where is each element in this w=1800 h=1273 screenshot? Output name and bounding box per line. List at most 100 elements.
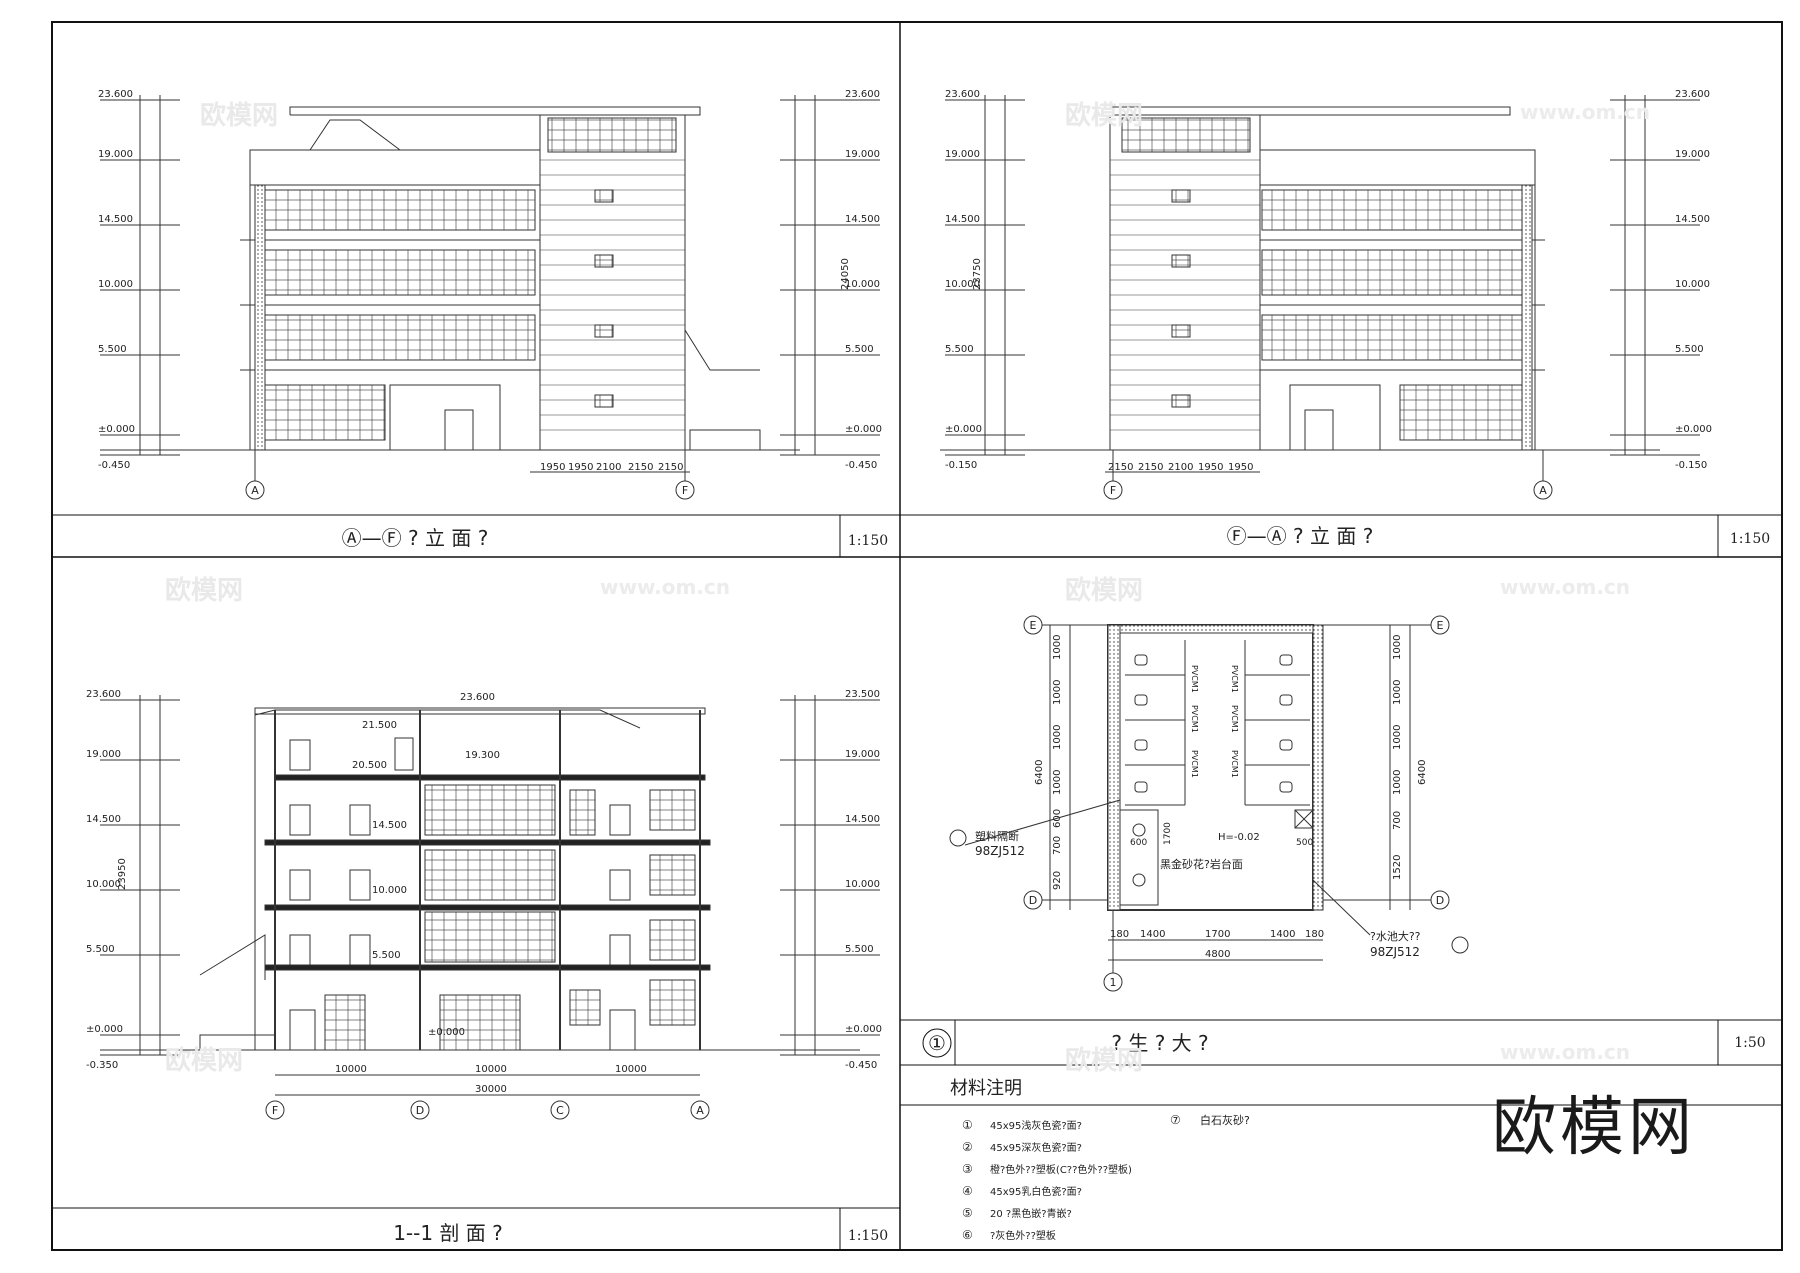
svg-text:1950: 1950 — [540, 462, 565, 473]
svg-text:⑦: ⑦ — [1170, 1113, 1181, 1127]
svg-text:5.500: 5.500 — [845, 344, 874, 355]
svg-text:10.000: 10.000 — [945, 279, 980, 290]
svg-text:14.500: 14.500 — [98, 214, 133, 225]
svg-text:2100: 2100 — [1168, 462, 1193, 473]
svg-text:23750: 23750 — [972, 258, 983, 290]
svg-text:14.500: 14.500 — [86, 814, 121, 825]
toilet-plan — [949, 615, 1469, 992]
svg-text:1400: 1400 — [1140, 929, 1165, 940]
svg-text:1000: 1000 — [1052, 680, 1063, 705]
svg-text:19.300: 19.300 — [465, 750, 500, 761]
svg-text:PVCM1: PVCM1 — [1230, 750, 1239, 778]
svg-text:10000: 10000 — [615, 1064, 647, 1075]
svg-text:23.600: 23.600 — [86, 689, 121, 700]
scale-toilet: 1:50 — [1734, 1035, 1765, 1051]
svg-text:600: 600 — [1130, 838, 1147, 848]
svg-text:±0.000: ±0.000 — [845, 1024, 882, 1035]
svg-text:14.500: 14.500 — [1675, 214, 1710, 225]
svg-text:黑金砂花?岩台面: 黑金砂花?岩台面 — [1160, 857, 1243, 871]
svg-text:±0.000: ±0.000 — [86, 1024, 123, 1035]
svg-text:-0.450: -0.450 — [98, 460, 130, 471]
svg-text:±0.000: ±0.000 — [945, 424, 982, 435]
svg-text:6400: 6400 — [1034, 760, 1045, 785]
svg-text:5.500: 5.500 — [372, 950, 401, 961]
svg-text:19.000: 19.000 — [845, 749, 880, 760]
brand-logo: 欧模网 — [1492, 1091, 1696, 1165]
svg-text:10.000: 10.000 — [845, 279, 880, 290]
svg-text:①: ① — [962, 1118, 973, 1132]
svg-text:±0.000: ±0.000 — [428, 1027, 465, 1038]
svg-text:PVCM1: PVCM1 — [1190, 665, 1199, 693]
svg-text:10.000: 10.000 — [86, 879, 121, 890]
svg-text:10.000: 10.000 — [98, 279, 133, 290]
svg-text:A: A — [696, 1104, 704, 1117]
svg-text:F: F — [682, 484, 688, 497]
svg-text:E: E — [1437, 619, 1444, 632]
svg-text:A: A — [1539, 484, 1547, 497]
svg-text:-0.150: -0.150 — [945, 460, 977, 471]
svg-text:1950: 1950 — [568, 462, 593, 473]
svg-text:5.500: 5.500 — [1675, 344, 1704, 355]
svg-text:1400: 1400 — [1270, 929, 1295, 940]
svg-text:2150: 2150 — [658, 462, 683, 473]
svg-text:1000: 1000 — [1052, 635, 1063, 660]
svg-text:5.500: 5.500 — [98, 344, 127, 355]
svg-text:5.500: 5.500 — [86, 944, 115, 955]
elevation-af — [100, 95, 880, 500]
svg-text:1000: 1000 — [1392, 725, 1403, 750]
scale-elev-af: 1:150 — [848, 533, 888, 549]
svg-text:PVCM1: PVCM1 — [1230, 705, 1239, 733]
svg-text:1700: 1700 — [1205, 929, 1230, 940]
svg-text:4800: 4800 — [1205, 949, 1230, 960]
svg-text:180: 180 — [1305, 929, 1324, 940]
svg-text:14.500: 14.500 — [845, 814, 880, 825]
svg-text:23.600: 23.600 — [945, 89, 980, 100]
svg-text:23.600: 23.600 — [460, 692, 495, 703]
svg-text:F: F — [1110, 484, 1116, 497]
svg-text:1000: 1000 — [1052, 770, 1063, 795]
svg-text:F: F — [272, 1104, 278, 1117]
svg-text:14.500: 14.500 — [372, 820, 407, 831]
svg-text:②: ② — [962, 1140, 973, 1154]
svg-text:E: E — [1030, 619, 1037, 632]
svg-text:10.000: 10.000 — [845, 879, 880, 890]
svg-text:5.500: 5.500 — [945, 344, 974, 355]
svg-text:±0.000: ±0.000 — [845, 424, 882, 435]
svg-text:2150: 2150 — [628, 462, 653, 473]
svg-text:PVCM1: PVCM1 — [1190, 705, 1199, 733]
svg-text:700: 700 — [1052, 836, 1063, 855]
section-labels: 23.600 19.000 14.500 10.000 5.500 ±0.000… — [86, 689, 882, 1117]
svg-text:⑤: ⑤ — [962, 1206, 973, 1220]
svg-text:D: D — [1029, 894, 1037, 907]
scale-elev-fa: 1:150 — [1730, 531, 1770, 547]
title-section: 1--1 剖 面 ? — [393, 1221, 503, 1245]
svg-text:1950: 1950 — [1228, 462, 1253, 473]
svg-text:2150: 2150 — [1138, 462, 1163, 473]
svg-text:10.000: 10.000 — [372, 885, 407, 896]
svg-text:?水池大??: ?水池大?? — [1370, 929, 1421, 943]
svg-text:19.000: 19.000 — [86, 749, 121, 760]
svg-text:±0.000: ±0.000 — [98, 424, 135, 435]
svg-text:10.000: 10.000 — [1675, 279, 1710, 290]
svg-text:19.000: 19.000 — [945, 149, 980, 160]
svg-text:⑥: ⑥ — [962, 1228, 973, 1242]
svg-text:-0.350: -0.350 — [86, 1060, 118, 1071]
svg-text:塑料隔断: 塑料隔断 — [975, 829, 1019, 843]
material-notes: 材料注明 ① 45x95浅灰色瓷?面? ② 45x95深灰色瓷?面? ③ 橙?色… — [950, 1078, 1250, 1242]
svg-text:45x95深灰色瓷?面?: 45x95深灰色瓷?面? — [990, 1141, 1082, 1154]
svg-text:24050: 24050 — [840, 258, 851, 290]
svg-text:H=-0.02: H=-0.02 — [1218, 832, 1260, 843]
svg-text:600: 600 — [1052, 809, 1063, 828]
svg-text:C: C — [556, 1104, 564, 1117]
svg-text:23.600: 23.600 — [845, 89, 880, 100]
svg-text:10000: 10000 — [335, 1064, 367, 1075]
svg-text:1520: 1520 — [1392, 855, 1403, 880]
svg-text:20 ?黑色嵌?青嵌?: 20 ?黑色嵌?青嵌? — [990, 1207, 1072, 1220]
title-elev-af: Ⓐ—Ⓕ ? 立 面 ? — [342, 526, 489, 550]
scale-section: 1:150 — [848, 1228, 888, 1244]
svg-text:19.000: 19.000 — [845, 149, 880, 160]
svg-text:D: D — [1436, 894, 1444, 907]
toilet-labels: 1000 1000 1000 1000 600 700 920 6400 100… — [975, 619, 1444, 989]
svg-text:橙?色外??塑板(C??色外??塑板): 橙?色外??塑板(C??色外??塑板) — [990, 1163, 1132, 1176]
